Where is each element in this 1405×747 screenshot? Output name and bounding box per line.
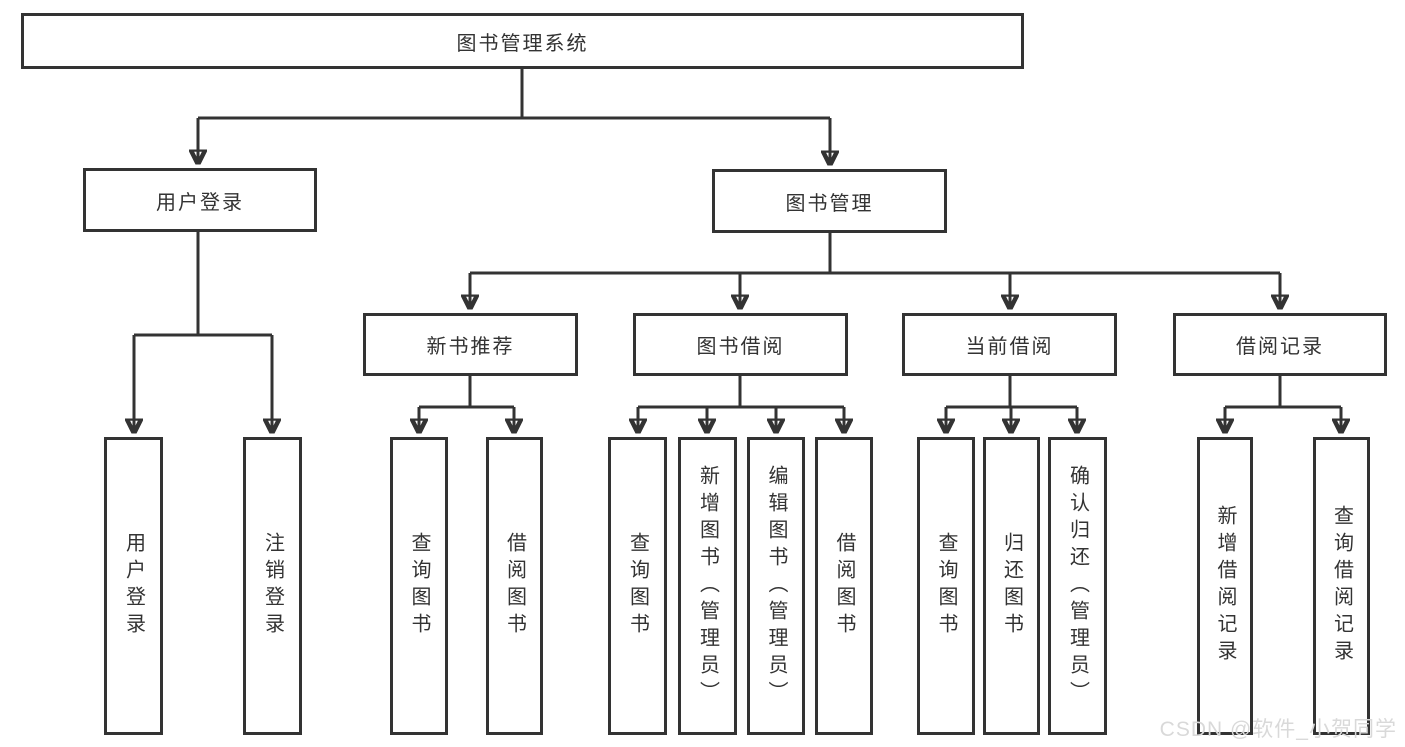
node-leaf-add-borrow-record: 新增借阅记录 bbox=[1197, 437, 1253, 735]
node-leaf-edit-books-admin-label: 编辑图书（管理员） bbox=[765, 464, 787, 708]
node-leaf-return-books: 归还图书 bbox=[983, 437, 1040, 735]
node-leaf-return-books-label: 归还图书 bbox=[1000, 532, 1023, 640]
node-new-book-recommend: 新书推荐 bbox=[363, 313, 578, 376]
node-book-borrowing: 图书借阅 bbox=[633, 313, 848, 376]
node-current-borrowing-label: 当前借阅 bbox=[965, 336, 1054, 358]
node-leaf-add-books-admin-label: 新增图书（管理员） bbox=[696, 464, 719, 708]
node-leaf-query-borrow-record-label: 查询借阅记录 bbox=[1330, 505, 1353, 667]
node-leaf-logout-label: 注销登录 bbox=[261, 532, 284, 640]
node-leaf-borrow-books-label: 借阅图书 bbox=[833, 532, 855, 640]
node-leaf-user-login-label: 用户登录 bbox=[122, 532, 145, 640]
node-book-borrowing-label: 图书借阅 bbox=[696, 336, 785, 358]
node-leaf-query-books-recommend: 查询图书 bbox=[390, 437, 448, 735]
node-leaf-query-borrow-record: 查询借阅记录 bbox=[1313, 437, 1370, 735]
node-current-borrowing: 当前借阅 bbox=[902, 313, 1117, 376]
node-user-login: 用户登录 bbox=[83, 168, 317, 232]
node-leaf-query-books-recommend-label: 查询图书 bbox=[408, 532, 430, 640]
node-borrowing-records: 借阅记录 bbox=[1173, 313, 1387, 376]
node-leaf-query-books-borrowing: 查询图书 bbox=[608, 437, 667, 735]
node-leaf-query-books-borrowing-label: 查询图书 bbox=[626, 532, 649, 640]
watermark: CSDN @软件_小贺同学 bbox=[1159, 718, 1397, 741]
node-leaf-add-books-admin: 新增图书（管理员） bbox=[678, 437, 737, 735]
node-root-label: 图书管理系统 bbox=[456, 32, 589, 55]
node-leaf-borrow-books-recommend-label: 借阅图书 bbox=[503, 532, 526, 640]
node-leaf-query-books-current-label: 查询图书 bbox=[935, 532, 957, 640]
node-root: 图书管理系统 bbox=[21, 13, 1024, 69]
node-user-login-label: 用户登录 bbox=[156, 191, 244, 214]
node-leaf-query-books-current: 查询图书 bbox=[917, 437, 975, 735]
node-leaf-borrow-books: 借阅图书 bbox=[815, 437, 873, 735]
node-leaf-user-login: 用户登录 bbox=[104, 437, 163, 735]
node-book-management-label: 图书管理 bbox=[785, 192, 874, 215]
node-leaf-logout: 注销登录 bbox=[243, 437, 302, 735]
node-new-book-recommend-label: 新书推荐 bbox=[426, 336, 515, 358]
node-book-management: 图书管理 bbox=[712, 169, 947, 233]
node-leaf-add-borrow-record-label: 新增借阅记录 bbox=[1214, 505, 1236, 667]
node-borrowing-records-label: 借阅记录 bbox=[1236, 336, 1324, 358]
node-leaf-confirm-return-admin-label: 确认归还（管理员） bbox=[1066, 464, 1089, 708]
node-leaf-edit-books-admin: 编辑图书（管理员） bbox=[747, 437, 805, 735]
node-leaf-borrow-books-recommend: 借阅图书 bbox=[486, 437, 543, 735]
node-leaf-confirm-return-admin: 确认归还（管理员） bbox=[1048, 437, 1107, 735]
